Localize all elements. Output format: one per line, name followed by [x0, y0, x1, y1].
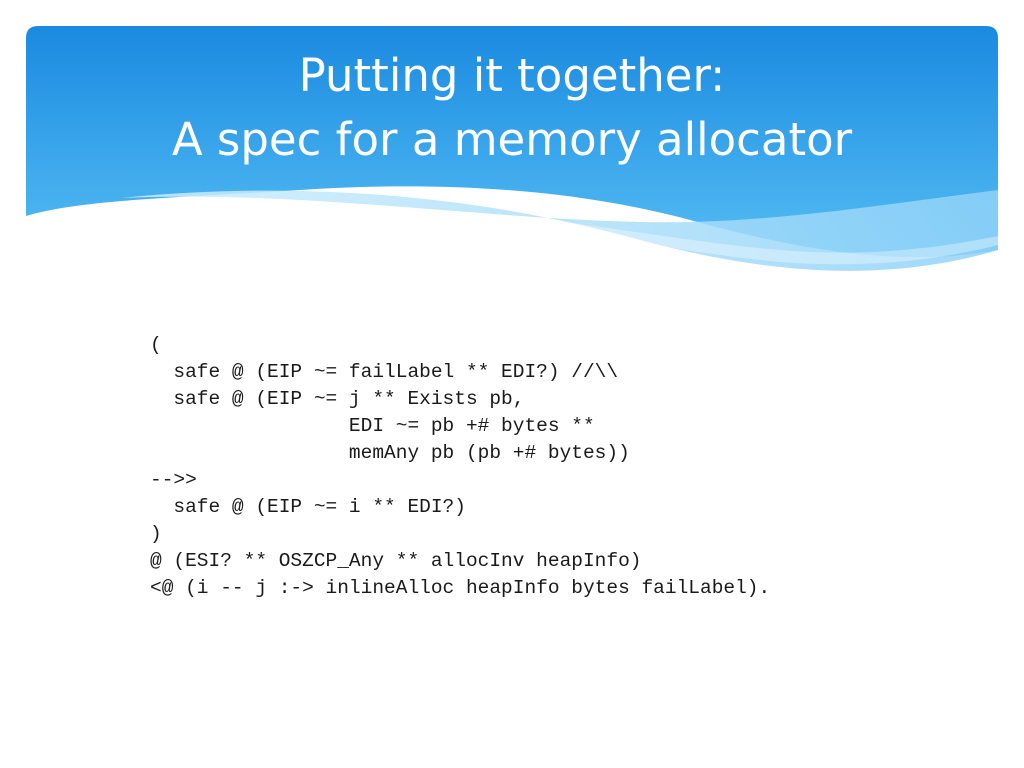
code-line: safe @ (EIP ~= j ** Exists pb,	[150, 388, 525, 410]
slide-title-line-2: A spec for a memory allocator	[171, 113, 853, 166]
code-line: <@ (i -- j :-> inlineAlloc heapInfo byte…	[150, 577, 771, 599]
slide-title: Putting it together: A spec for a memory…	[26, 44, 998, 172]
code-line: safe @ (EIP ~= failLabel ** EDI?) //\\	[150, 361, 619, 383]
slide-title-line-1: Putting it together:	[298, 49, 726, 102]
code-line: EDI ~= pb +# bytes **	[150, 415, 595, 437]
header-wave-graphic	[26, 26, 998, 271]
code-line: )	[150, 523, 162, 545]
header-banner	[0, 0, 1024, 300]
code-line: (	[150, 334, 162, 356]
code-line: -->>	[150, 469, 197, 491]
code-line: @ (ESI? ** OSZCP_Any ** allocInv heapInf…	[150, 550, 642, 572]
code-line: safe @ (EIP ~= i ** EDI?)	[150, 496, 466, 518]
code-block: ( safe @ (EIP ~= failLabel ** EDI?) //\\…	[150, 332, 770, 602]
code-line: memAny pb (pb +# bytes))	[150, 442, 630, 464]
